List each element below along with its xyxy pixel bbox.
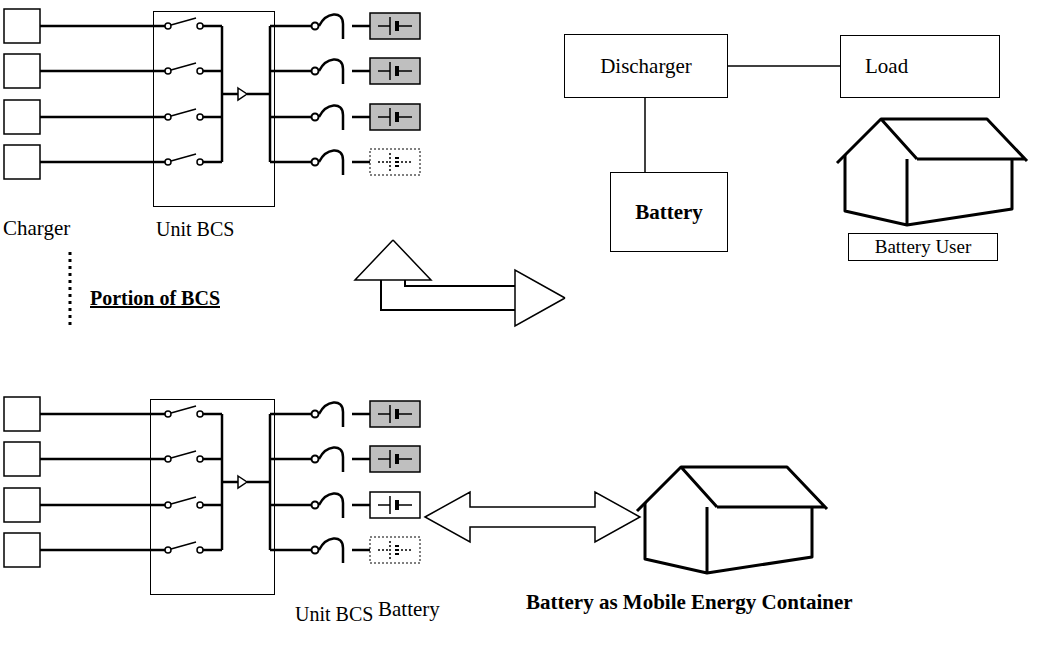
node-text: Battery User <box>875 236 972 258</box>
battery-symbol <box>370 401 420 427</box>
house-icon <box>837 119 1027 225</box>
battery-symbol <box>370 446 420 472</box>
fuse-symbol <box>270 493 370 518</box>
fuse-symbol <box>270 105 370 130</box>
node-text: Battery <box>635 200 703 225</box>
switch-symbol <box>40 451 222 462</box>
block-box: Load <box>840 35 1000 98</box>
battery-symbol <box>370 104 420 130</box>
charger-box <box>4 442 40 476</box>
text-label: Battery <box>378 597 440 622</box>
switch-symbol <box>40 406 222 417</box>
node-text: Unit BCS <box>156 218 276 241</box>
switch-symbol <box>40 109 222 120</box>
hollow-arrow <box>355 240 565 326</box>
charger-box <box>4 533 40 567</box>
text-label: Charger <box>3 216 70 241</box>
wire-connector <box>645 98 646 172</box>
wire-connector <box>728 66 840 67</box>
fuse-symbol <box>270 59 370 84</box>
bus-wire <box>222 26 270 162</box>
battery-symbol <box>370 492 420 518</box>
bcs-unit-box: Unit BCS <box>150 399 275 595</box>
charger-box <box>4 54 40 88</box>
switch-symbol <box>40 542 222 553</box>
bcs-unit-box: Unit BCS <box>153 11 275 207</box>
fuse-symbol <box>270 14 370 39</box>
charger-box <box>4 100 40 134</box>
charger-box <box>4 145 40 179</box>
double-arrow <box>425 492 640 542</box>
fuse-symbol <box>270 402 370 427</box>
block-box: Battery <box>610 172 728 252</box>
bcs-unit-drawing <box>4 397 420 567</box>
battery-symbol <box>370 149 420 175</box>
house-icon <box>637 467 827 573</box>
charger-box <box>4 9 40 43</box>
bus-wire <box>222 414 270 550</box>
battery-symbol <box>370 537 420 563</box>
continuation-dots <box>69 252 72 326</box>
node-text: Load <box>865 54 908 79</box>
switch-symbol <box>40 497 222 508</box>
bcs-unit-drawing <box>4 9 420 179</box>
fuse-symbol <box>270 150 370 175</box>
charger-box <box>4 488 40 522</box>
battery-symbol <box>370 13 420 39</box>
switch-symbol <box>40 18 222 29</box>
fuse-symbol <box>270 538 370 563</box>
battery-symbol <box>370 58 420 84</box>
node-text: Discharger <box>600 54 692 79</box>
switch-symbol <box>40 63 222 74</box>
block-box: Discharger <box>564 34 728 98</box>
switch-symbol <box>40 154 222 165</box>
text-label: Battery as Mobile Energy Container <box>526 590 853 615</box>
charger-box <box>4 397 40 431</box>
user-tag: Battery User <box>848 233 998 261</box>
fuse-symbol <box>270 447 370 472</box>
text-label: Portion of BCS <box>90 287 220 310</box>
